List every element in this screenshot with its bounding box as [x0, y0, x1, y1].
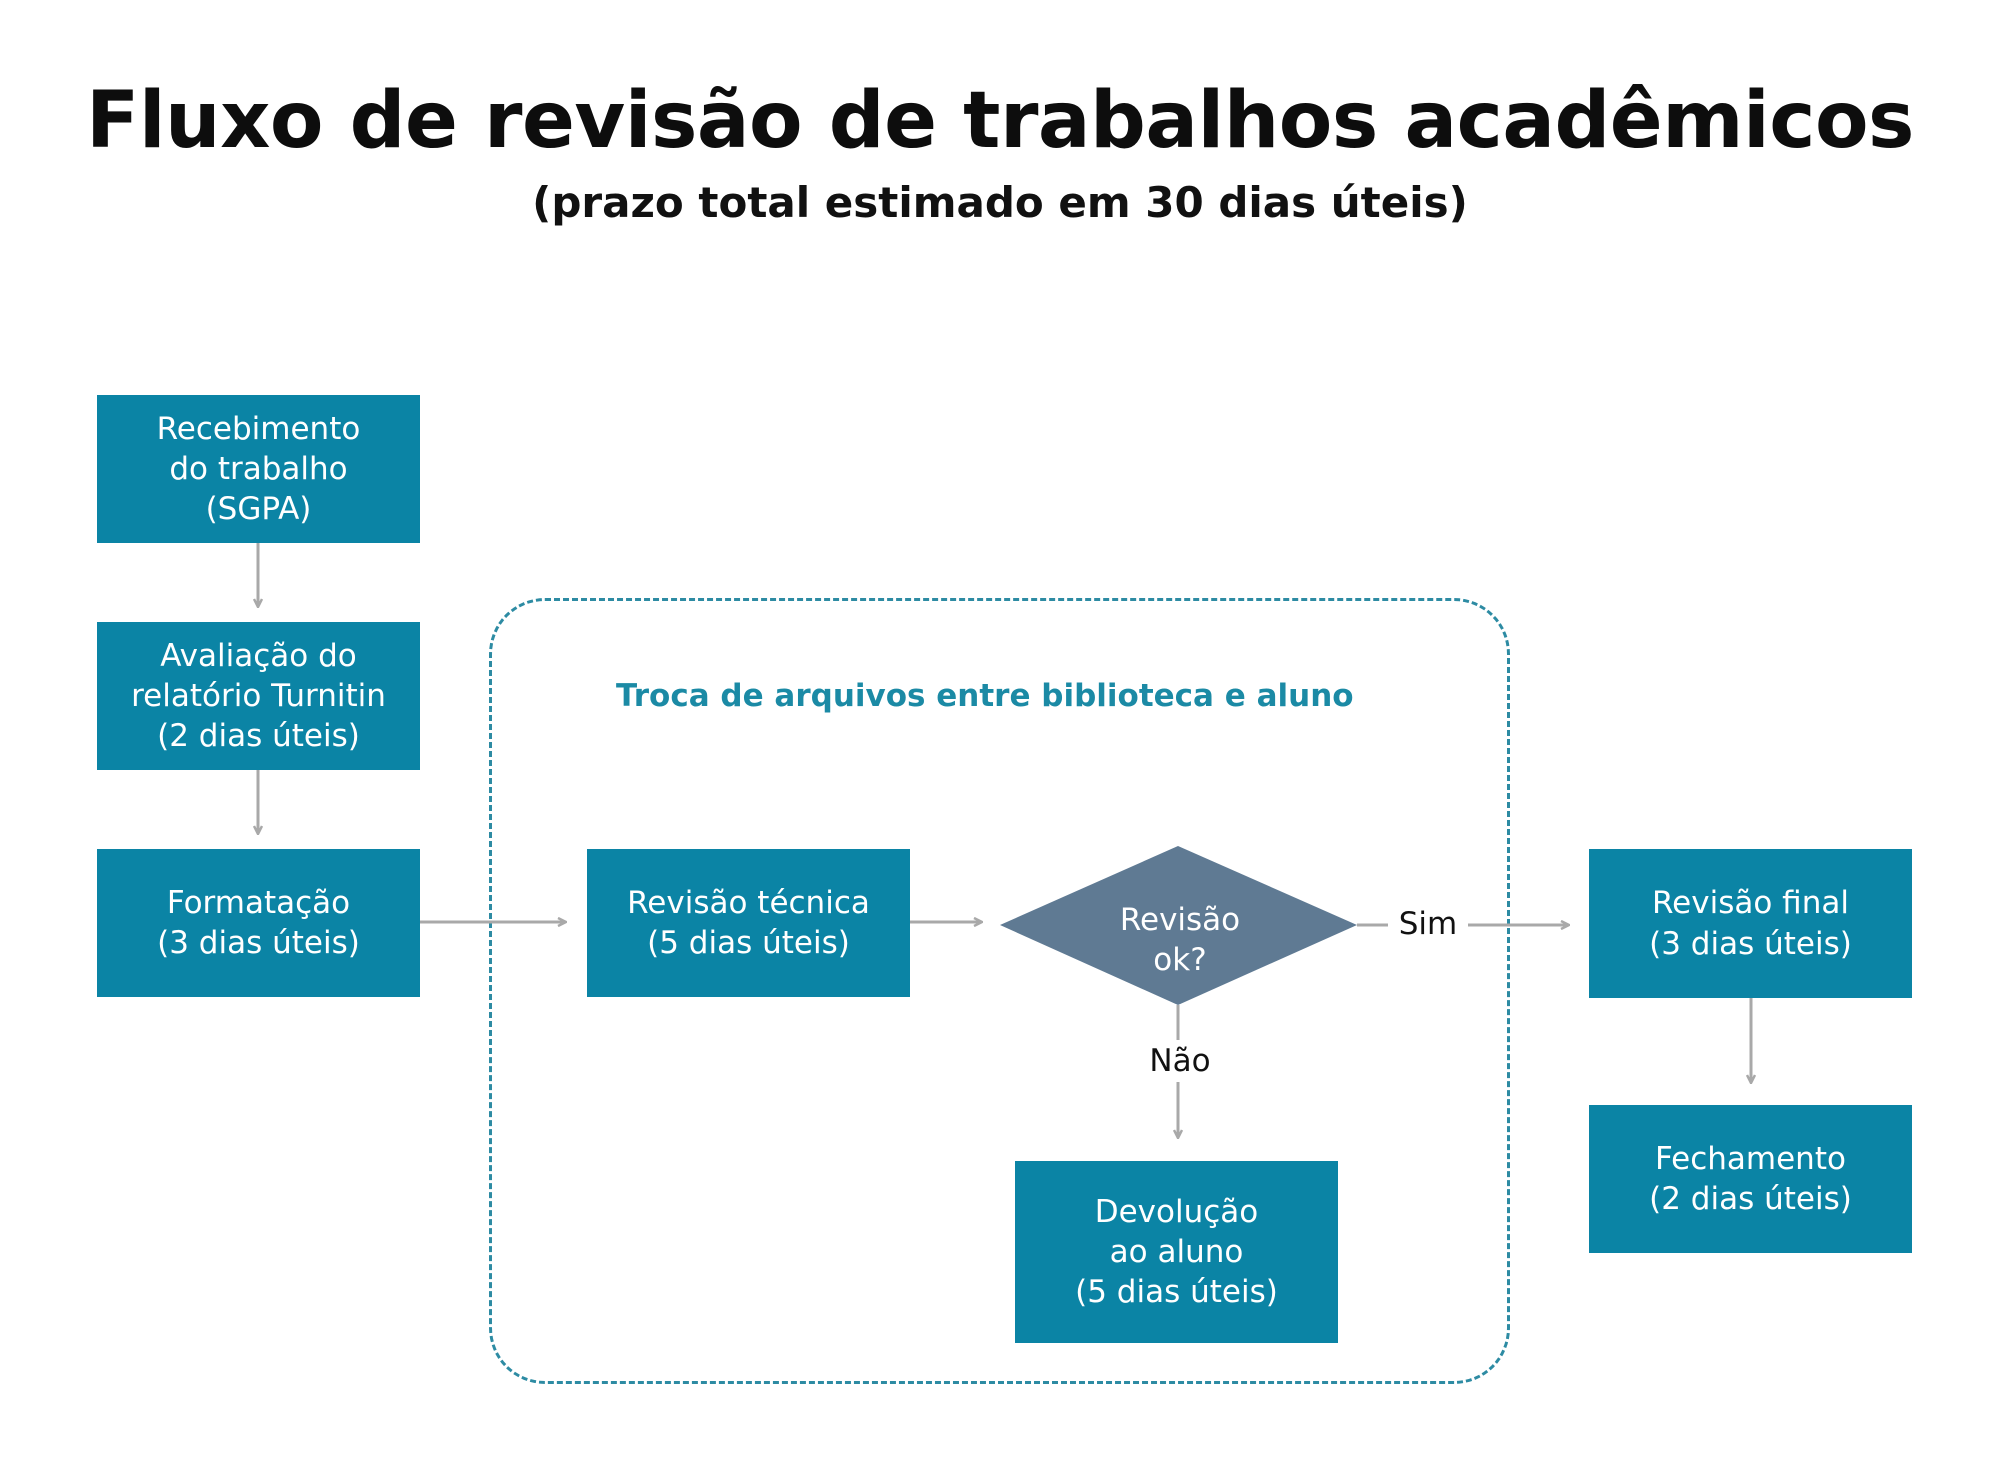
edge-label-nao: Não [1136, 1043, 1224, 1081]
node-fechamento: Fechamento (2 dias úteis) [1589, 1105, 1912, 1253]
diagram-subtitle: (prazo total estimado em 30 dias úteis) [532, 178, 1468, 227]
edge-label-sim: Sim [1388, 906, 1468, 944]
diagram-title: Fluxo de revisão de trabalhos acadêmicos [86, 76, 1914, 166]
node-devolucao: Devolução ao aluno (5 dias úteis) [1015, 1161, 1338, 1343]
node-avaliacao-turnitin: Avaliação do relatório Turnitin (2 dias … [97, 622, 420, 770]
node-recebimento: Recebimento do trabalho (SGPA) [97, 395, 420, 543]
node-revisao-final: Revisão final (3 dias úteis) [1589, 849, 1912, 998]
file-exchange-group [489, 598, 1510, 1384]
node-formatacao: Formatação (3 dias úteis) [97, 849, 420, 997]
decision-label: Revisão ok? [1119, 901, 1241, 978]
node-revisao-tecnica: Revisão técnica (5 dias úteis) [587, 849, 910, 997]
file-exchange-group-label: Troca de arquivos entre biblioteca e alu… [616, 678, 1354, 714]
